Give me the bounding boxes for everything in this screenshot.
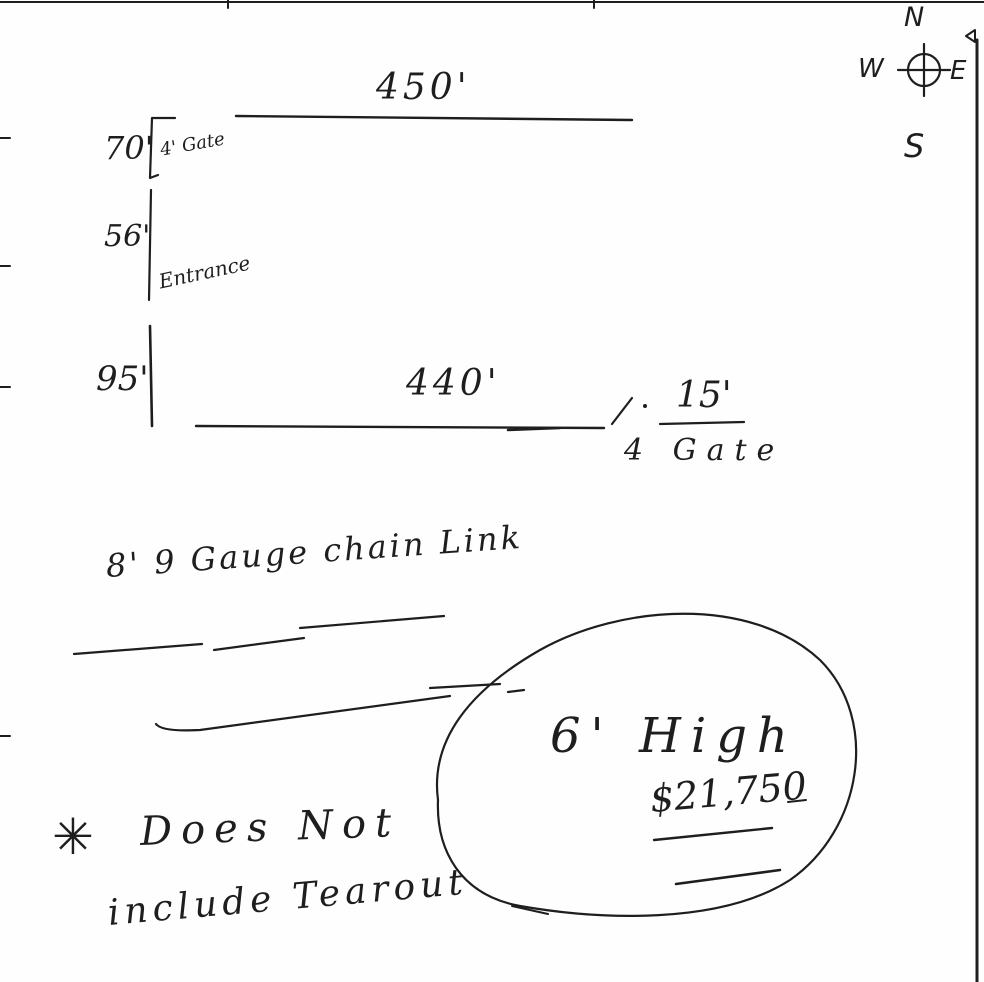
bottom-gate-note: 4 Gate <box>624 433 785 468</box>
compass-south-label: S <box>904 127 925 165</box>
compass-east-label: E <box>950 56 967 86</box>
top-fence-length: 450' <box>376 67 471 108</box>
bottom-fence-overlap <box>506 426 562 432</box>
left-top-line <box>148 116 177 180</box>
gate-dot <box>643 404 647 408</box>
top-fence-line <box>234 114 634 122</box>
left-middle-segment-label: 56' <box>104 219 151 254</box>
scribble-line <box>506 688 526 694</box>
left-bottom-segment-label: 95' <box>96 359 149 399</box>
price-underline <box>674 868 782 886</box>
scribble-line <box>72 642 204 656</box>
scribble-line <box>154 694 452 732</box>
compass-west-label: W <box>858 54 884 84</box>
price-underline <box>652 826 774 842</box>
compass-north-label: N <box>904 2 925 33</box>
left-middle-line <box>147 188 153 302</box>
footnote-line-1: Does Not <box>139 799 401 855</box>
bottom-gate-width: 15' <box>676 375 732 416</box>
quote-circle-tail <box>511 905 549 915</box>
asterisk-icon: ✳ <box>52 808 94 866</box>
bottom-fence-length: 440' <box>406 363 501 404</box>
quote-circle <box>435 612 858 917</box>
gate-fraction-bar <box>658 420 746 426</box>
corner-mark <box>965 29 976 43</box>
scribble-line <box>298 614 446 630</box>
gate-swing-mark <box>610 396 634 426</box>
left-top-segment-label: 70' <box>104 129 154 167</box>
quote-height: 6' High <box>550 708 798 764</box>
price-dash <box>787 799 807 803</box>
scribble-line <box>212 636 306 652</box>
left-bottom-line <box>148 324 154 428</box>
